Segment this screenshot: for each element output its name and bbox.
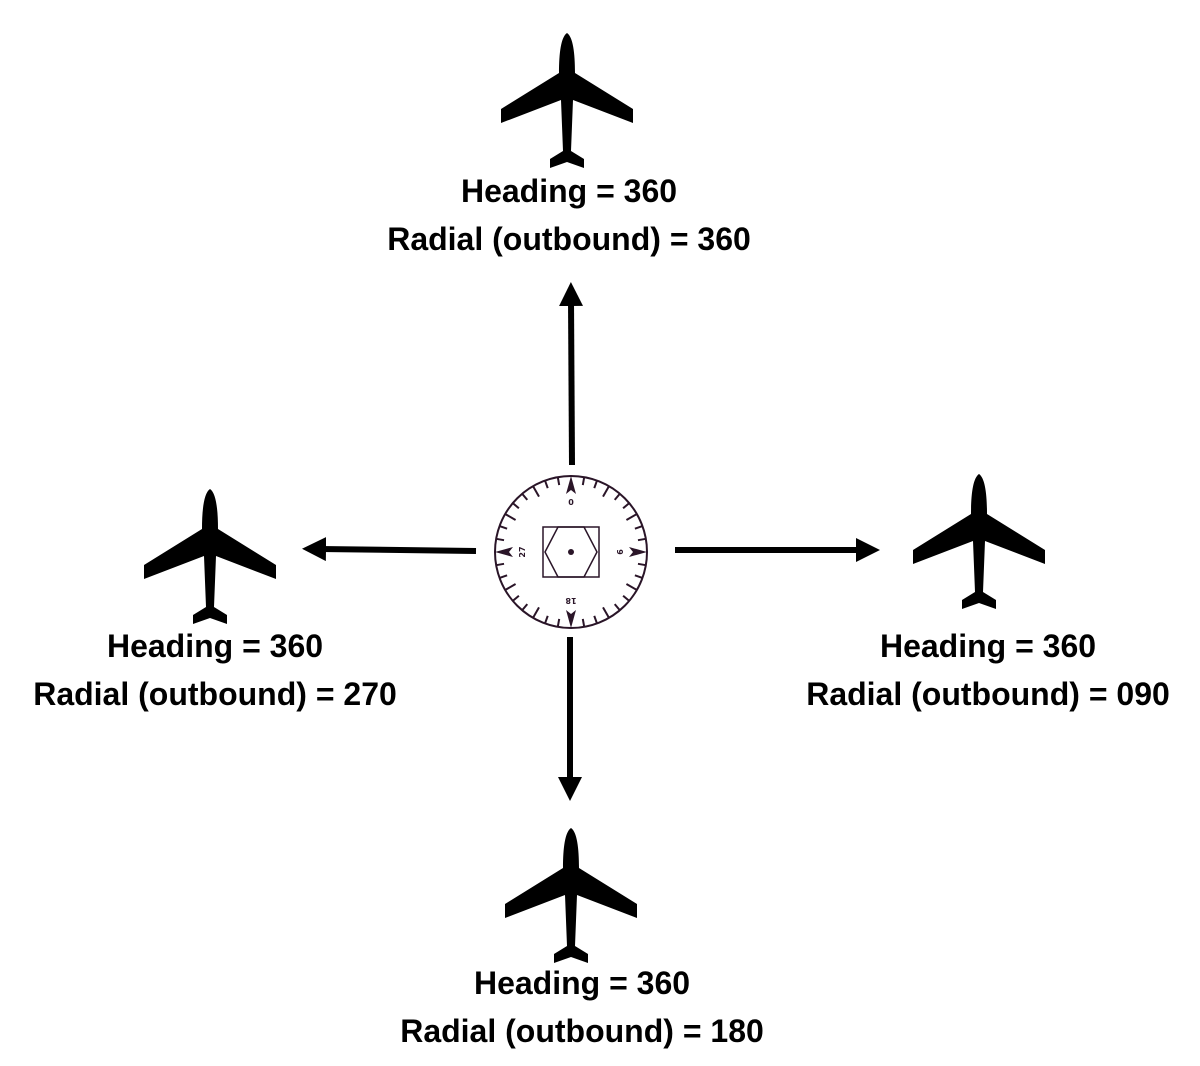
compass-tick <box>544 480 549 489</box>
compass-tick <box>593 480 598 489</box>
compass-label-south: 18 <box>565 596 577 605</box>
airplane-icon <box>505 828 637 963</box>
compass-tick <box>613 603 621 611</box>
arrow-west <box>302 537 477 562</box>
compass-tick <box>625 513 638 521</box>
compass-rose-icon: 0 9 18 27 <box>494 475 648 629</box>
compass-tick <box>544 615 549 624</box>
heading-label: Heading = 360 <box>880 628 1096 664</box>
heading-label: Heading = 360 <box>461 173 677 209</box>
heading-label: Heading = 360 <box>474 965 690 1001</box>
airplane-icon <box>144 489 276 624</box>
radial-label: Radial (outbound) = 180 <box>400 1013 764 1049</box>
compass-tick <box>581 476 586 486</box>
compass-tick <box>556 476 561 486</box>
radial-label: Radial (outbound) = 360 <box>387 221 751 257</box>
aircraft-south: Heading = 360 Radial (outbound) = 180 <box>400 828 764 1049</box>
compass-tick <box>495 562 505 567</box>
compass-tick <box>512 502 520 510</box>
compass-tick <box>495 537 505 542</box>
compass-label-east: 9 <box>615 549 624 555</box>
compass-tick <box>499 525 508 530</box>
aircraft-north: Heading = 360 Radial (outbound) = 360 <box>387 33 751 257</box>
aircraft-east: Heading = 360 Radial (outbound) = 090 <box>806 474 1170 712</box>
compass-tick <box>622 594 630 602</box>
compass-tick <box>521 493 529 501</box>
compass-tick <box>593 615 598 624</box>
compass-tick <box>512 594 520 602</box>
compass-label-north: 0 <box>568 498 574 507</box>
compass-tick <box>504 583 517 591</box>
compass-label-west: 27 <box>518 546 527 557</box>
arrow-north <box>559 282 584 466</box>
compass-tick <box>556 618 561 628</box>
compass-tick <box>581 618 586 628</box>
compass-tick <box>532 606 540 619</box>
compass-tick <box>637 562 647 567</box>
airplane-icon <box>501 33 633 168</box>
compass-tick <box>504 513 517 521</box>
aircraft-west: Heading = 360 Radial (outbound) = 270 <box>33 489 397 712</box>
compass-tick <box>622 502 630 510</box>
compass-tick <box>634 525 643 530</box>
compass-tick <box>625 583 638 591</box>
compass-tick <box>602 606 610 619</box>
compass-tick <box>499 574 508 579</box>
compass-tick <box>521 603 529 611</box>
heading-label: Heading = 360 <box>107 628 323 664</box>
compass-tick <box>532 485 540 498</box>
airplane-icon <box>913 474 1045 609</box>
compass-tick <box>637 537 647 542</box>
compass-tick <box>613 493 621 501</box>
radial-label: Radial (outbound) = 090 <box>806 676 1170 712</box>
radial-label: Radial (outbound) = 270 <box>33 676 397 712</box>
compass-tick <box>634 574 643 579</box>
compass-tick <box>602 485 610 498</box>
